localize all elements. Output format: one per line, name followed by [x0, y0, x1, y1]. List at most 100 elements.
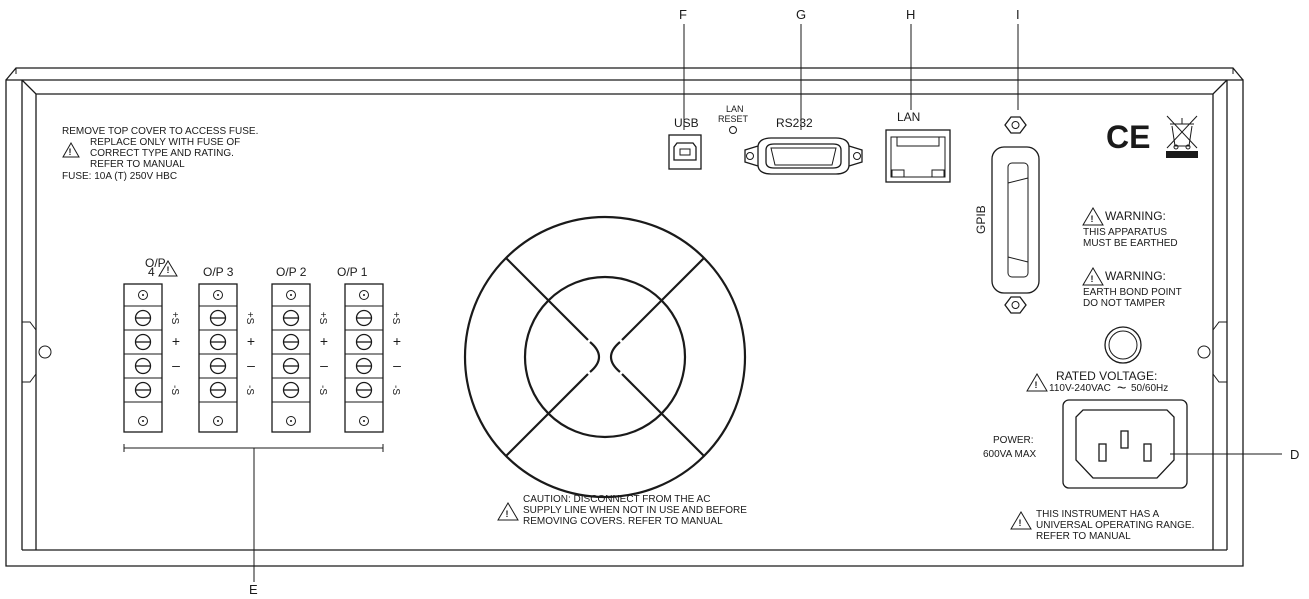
warning-text: DO NOT TAMPER [1083, 298, 1165, 309]
warning-title: WARNING: [1105, 269, 1166, 283]
polarity-label: + [393, 333, 401, 349]
polarity-label: + [247, 333, 255, 349]
fuse-notice: REMOVE TOP COVER TO ACCESS FUSE. ! REPLA… [62, 126, 258, 182]
polarity-label: +S [317, 312, 328, 325]
usb-port: USB [668, 116, 702, 170]
warning-earth-bond: ! WARNING: EARTH BOND POINT DO NOT TAMPE… [1082, 267, 1182, 309]
lan-reset-button [729, 126, 737, 134]
output-2-label: O/P 2 [276, 265, 307, 279]
power-rating: 600VA MAX [983, 449, 1037, 460]
cooling-fan-grille [463, 215, 747, 499]
warning-triangle-icon [1026, 373, 1048, 392]
svg-text:!: ! [1019, 518, 1022, 528]
warning-triangle-icon [1010, 511, 1032, 530]
universal-line2: UNIVERSAL OPERATING RANGE. [1036, 520, 1194, 531]
caution-notice: ! CAUTION: DISCONNECT FROM THE AC SUPPLY… [497, 494, 747, 527]
certification-marks: CE [1106, 115, 1198, 158]
lan-reset-label-1: LAN [726, 104, 744, 114]
terminal-block [123, 283, 163, 433]
mounting-screw-icon [138, 290, 148, 300]
usb-label: USB [674, 116, 699, 130]
terminal-block [271, 283, 311, 433]
rated-voltage-range: 110V-240VAC [1049, 383, 1111, 394]
lan-label: LAN [897, 110, 920, 124]
universal-range-notice: ! THIS INSTRUMENT HAS A UNIVERSAL OPERAT… [1010, 509, 1194, 542]
fuse-notice-line5: FUSE: 10A (T) 250V HBC [62, 171, 177, 182]
output-4-number: 4 [148, 265, 155, 279]
svg-text:!: ! [69, 147, 72, 157]
gpib-label: GPIB [974, 205, 988, 234]
lan-port: LAN [885, 110, 951, 183]
svg-text:!: ! [1035, 380, 1038, 390]
svg-text:!: ! [506, 509, 509, 519]
mounting-screw-icon [359, 290, 369, 300]
fuse-notice-line4: REFER TO MANUAL [90, 159, 185, 170]
rated-voltage-title: RATED VOLTAGE: [1056, 369, 1157, 383]
mounting-screw-icon [286, 416, 296, 426]
rated-voltage-frequency: 50/60Hz [1131, 383, 1168, 394]
rated-voltage: ! RATED VOLTAGE: 110V-240VAC ~ 50/60Hz [1026, 369, 1168, 397]
fuse-notice-line3: CORRECT TYPE AND RATING. [90, 148, 234, 159]
polarity-label: +S [169, 312, 180, 325]
caution-line2: SUPPLY LINE WHEN NOT IN USE AND BEFORE [523, 505, 747, 516]
terminal-block [344, 283, 384, 433]
mounting-hole-right [1197, 345, 1211, 359]
polarity-label: +S [390, 312, 401, 325]
callout-e: E [249, 582, 258, 597]
polarity-label: -S [244, 385, 255, 395]
ce-mark-icon: CE [1106, 119, 1150, 155]
polarity-label: -S [169, 385, 180, 395]
terminal-block [198, 283, 238, 433]
mounting-screw-icon [286, 290, 296, 300]
output-4-label: O/P [145, 256, 166, 270]
svg-text:!: ! [167, 265, 170, 275]
caution-line1: CAUTION: DISCONNECT FROM THE AC [523, 494, 710, 505]
callout-i: I [1016, 7, 1020, 22]
power-inlet: POWER: 600VA MAX [983, 399, 1188, 489]
warning-triangle-icon [1082, 207, 1104, 226]
mounting-hole-left [38, 345, 52, 359]
polarity-label: +S [244, 312, 255, 325]
polarity-label: + [320, 333, 328, 349]
mounting-screw-icon [213, 416, 223, 426]
universal-line3: REFER TO MANUAL [1036, 531, 1131, 542]
mounting-screw-icon [213, 290, 223, 300]
weee-bin-icon [1166, 115, 1198, 158]
lan-reset: LAN RESET [718, 104, 749, 134]
mounting-screw-icon [359, 416, 369, 426]
polarity-label: -S [317, 385, 328, 395]
warning-triangle-icon [497, 502, 519, 521]
polarity-label: – [172, 357, 180, 373]
universal-line1: THIS INSTRUMENT HAS A [1036, 509, 1159, 520]
fuse-notice-line1: REMOVE TOP COVER TO ACCESS FUSE. [62, 126, 258, 137]
lan-reset-label-2: RESET [718, 114, 749, 124]
fuse-notice-line2: REPLACE ONLY WITH FUSE OF [90, 137, 240, 148]
warning-text: THIS APPARATUS [1083, 227, 1167, 238]
rs232-port: RS232 [744, 116, 863, 175]
output-1-label: O/P 1 [337, 265, 368, 279]
polarity-label: -S [390, 385, 401, 395]
polarity-label: – [247, 357, 255, 373]
polarity-label: + [172, 333, 180, 349]
polarity-label: – [393, 357, 401, 373]
output-terminals: O/P 4 ! O/P 3 O/P 2 O/P 1 +S + – -S +S + – -S +S… [123, 256, 401, 452]
callout-f: F [679, 7, 687, 22]
earth-bond-terminal [1104, 326, 1142, 364]
output-3-label: O/P 3 [203, 265, 234, 279]
warning-earthed: ! WARNING: THIS APPARATUS MUST BE EARTHE… [1082, 207, 1178, 249]
callout-d: D [1290, 447, 1299, 462]
rs232-label: RS232 [776, 116, 813, 130]
power-label: POWER: [993, 435, 1034, 446]
mounting-screw-icon [138, 416, 148, 426]
warning-triangle-icon [1082, 267, 1104, 286]
warning-text: EARTH BOND POINT [1083, 287, 1182, 298]
warning-title: WARNING: [1105, 209, 1166, 223]
warning-triangle-icon [158, 260, 178, 277]
warning-text: MUST BE EARTHED [1083, 238, 1178, 249]
polarity-label: – [320, 357, 328, 373]
svg-text:!: ! [1091, 274, 1094, 284]
callout-g: G [796, 7, 806, 22]
ac-tilde-icon: ~ [1117, 380, 1126, 397]
callout-h: H [906, 7, 915, 22]
